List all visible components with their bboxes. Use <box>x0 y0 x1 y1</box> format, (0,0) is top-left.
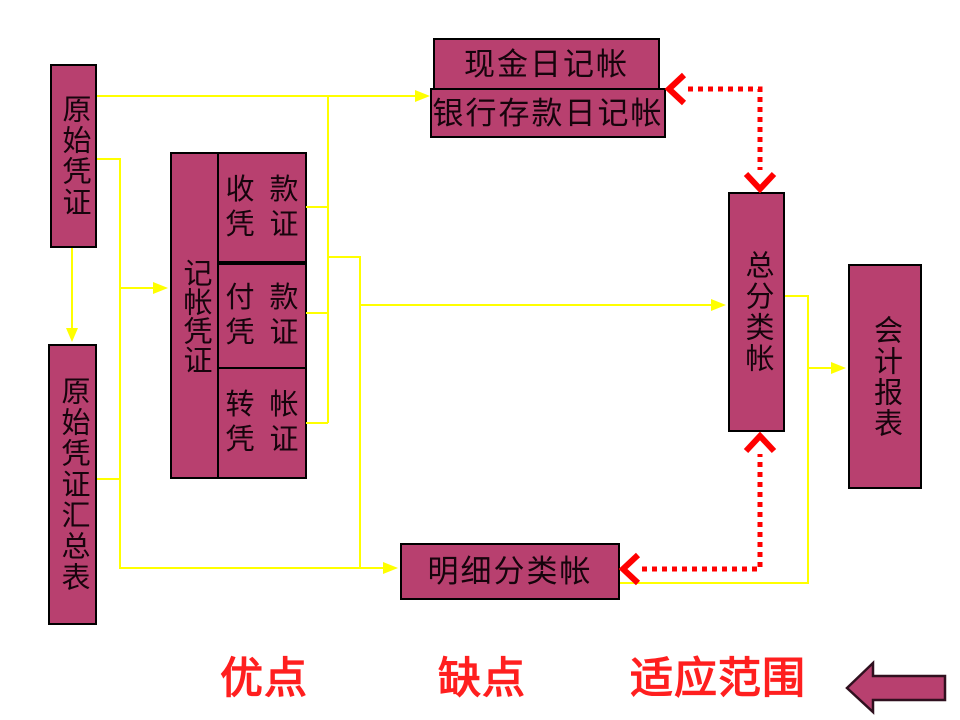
node-receipt-voucher-line2: 凭证 <box>225 208 314 241</box>
node-cash-journal: 现金日记帐 <box>433 38 660 90</box>
dotted-arrowhead-up-ledger-bottom <box>743 431 777 454</box>
node-bookkeeping-voucher-label: 记帐凭证 <box>179 257 211 374</box>
node-transfer-voucher-line1: 转帐 <box>225 389 314 421</box>
connector-second-vertical <box>328 256 361 568</box>
node-transfer-voucher: 转帐 凭证 <box>219 369 305 477</box>
node-bookkeeping-voucher: 记帐凭证 <box>172 154 219 477</box>
node-general-ledger-label: 总分类帐 <box>741 250 773 374</box>
node-original-voucher-summary-label: 原始凭证汇总表 <box>57 376 89 593</box>
node-accounting-statements: 会计报表 <box>848 264 922 489</box>
arrowhead-into-general-ledger <box>711 299 726 311</box>
voucher-sub-column: 收款 凭证 付款 凭证 转帐 凭证 <box>219 154 305 477</box>
node-subsidiary-ledger-label: 明细分类帐 <box>427 554 593 589</box>
dotted-arrowhead-left-subsidiary <box>618 552 641 586</box>
left-block-arrow-icon <box>845 660 947 715</box>
arrowhead-into-bank-journal <box>415 90 430 102</box>
node-payment-voucher: 付款 凭证 <box>219 265 305 369</box>
node-payment-voucher-line1: 付款 <box>225 282 314 314</box>
node-subsidiary-ledger: 明细分类帐 <box>400 543 620 600</box>
node-original-voucher-label: 原始凭证 <box>58 94 90 218</box>
node-bank-journal-label: 银行存款日记帐 <box>432 95 664 131</box>
node-receipt-voucher: 收款 凭证 <box>219 154 305 265</box>
node-original-voucher-summary: 原始凭证汇总表 <box>48 344 97 625</box>
arrowhead-into-bookkeeping <box>153 282 168 294</box>
node-original-voucher: 原始凭证 <box>50 64 97 248</box>
arrowhead-into-subsidiary-ledger <box>383 562 398 574</box>
footer-label-disadvantages: 缺点 <box>438 656 526 703</box>
node-accounting-statements-label: 会计报表 <box>869 314 902 439</box>
arrowhead-into-statements <box>831 362 846 374</box>
dotted-arrowhead-left-journals <box>664 72 687 106</box>
node-bookkeeping-voucher-group: 记帐凭证 收款 凭证 付款 凭证 转帐 凭证 <box>170 152 307 479</box>
node-payment-voucher-line2: 凭证 <box>225 317 314 349</box>
node-general-ledger: 总分类帐 <box>728 192 785 432</box>
dotted-arrowhead-down-ledger-top <box>743 171 777 194</box>
node-bank-journal: 银行存款日记帐 <box>430 88 666 138</box>
node-receipt-voucher-line1: 收款 <box>225 173 314 206</box>
arrowhead-into-summary <box>66 328 78 342</box>
footer-label-scope: 适应范围 <box>630 656 806 703</box>
dotted-ledger-to-subsidiary <box>642 454 763 572</box>
node-cash-journal-label: 现金日记帐 <box>464 46 629 82</box>
node-transfer-voucher-line2: 凭证 <box>225 424 314 456</box>
dotted-ledger-to-journals <box>688 86 763 170</box>
footer-label-advantages: 优点 <box>220 656 308 703</box>
